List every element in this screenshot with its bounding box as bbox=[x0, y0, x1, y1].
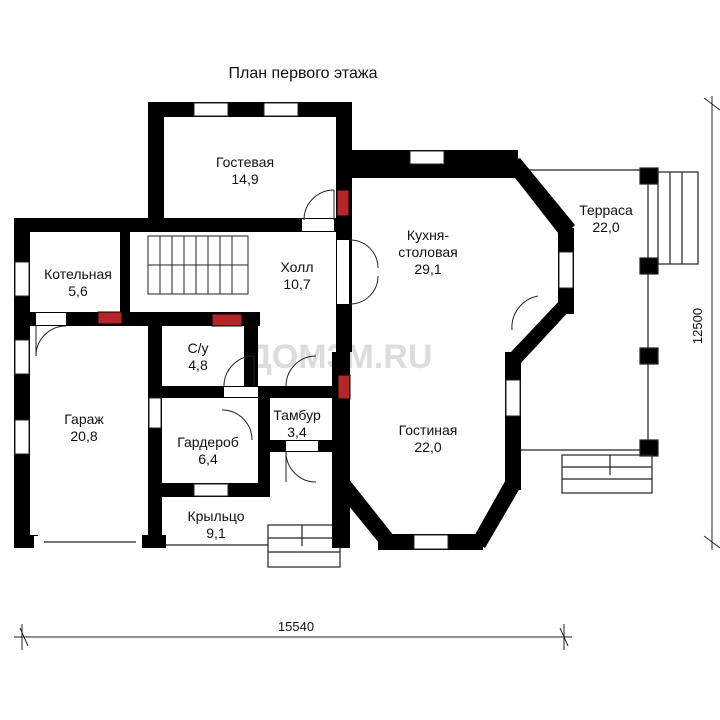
room-name: Гардероб bbox=[177, 434, 239, 450]
dimension-depth bbox=[703, 96, 720, 550]
dimension-depth-label: 12500 bbox=[690, 308, 705, 344]
porch-steps bbox=[165, 524, 341, 568]
door-swings bbox=[35, 189, 539, 483]
plan-title: План первого этажа bbox=[229, 65, 378, 82]
room-area: 6,4 bbox=[198, 451, 218, 467]
dimension-width bbox=[14, 624, 572, 650]
room-area: 3,4 bbox=[287, 424, 307, 440]
room-area: 14,9 bbox=[231, 171, 258, 187]
chimneys bbox=[97, 189, 351, 400]
room-name: Гостиная bbox=[399, 422, 458, 438]
room-name: Гостевая bbox=[216, 154, 274, 170]
room-area: 9,1 bbox=[206, 525, 226, 541]
room-labels: Гостевая 14,9 Котельная 5,6 Холл 10,7 Ку… bbox=[44, 154, 633, 541]
room-area: 5,6 bbox=[68, 283, 88, 299]
room-name: Кухня- bbox=[407, 227, 449, 243]
stairs bbox=[147, 235, 249, 295]
room-name: Терраса bbox=[579, 202, 633, 218]
walls bbox=[14, 102, 575, 550]
room-name: Тамбур bbox=[273, 407, 321, 423]
room-name: Гараж bbox=[64, 411, 104, 427]
room-area: 22,0 bbox=[414, 439, 441, 455]
room-name: Котельная bbox=[44, 266, 112, 282]
room-name: С/у bbox=[188, 340, 209, 356]
room-area: 29,1 bbox=[414, 261, 441, 277]
dimension-width-label: 15540 bbox=[278, 619, 314, 634]
room-area: 4,8 bbox=[188, 357, 208, 373]
room-name-2: столовая bbox=[398, 244, 458, 260]
terrace bbox=[518, 167, 699, 494]
room-name: Крыльцо bbox=[187, 508, 244, 524]
room-area: 22,0 bbox=[592, 219, 619, 235]
room-name: Холл bbox=[281, 259, 314, 275]
room-area: 10,7 bbox=[283, 276, 310, 292]
room-area: 20,8 bbox=[70, 428, 97, 444]
windows bbox=[14, 102, 574, 550]
